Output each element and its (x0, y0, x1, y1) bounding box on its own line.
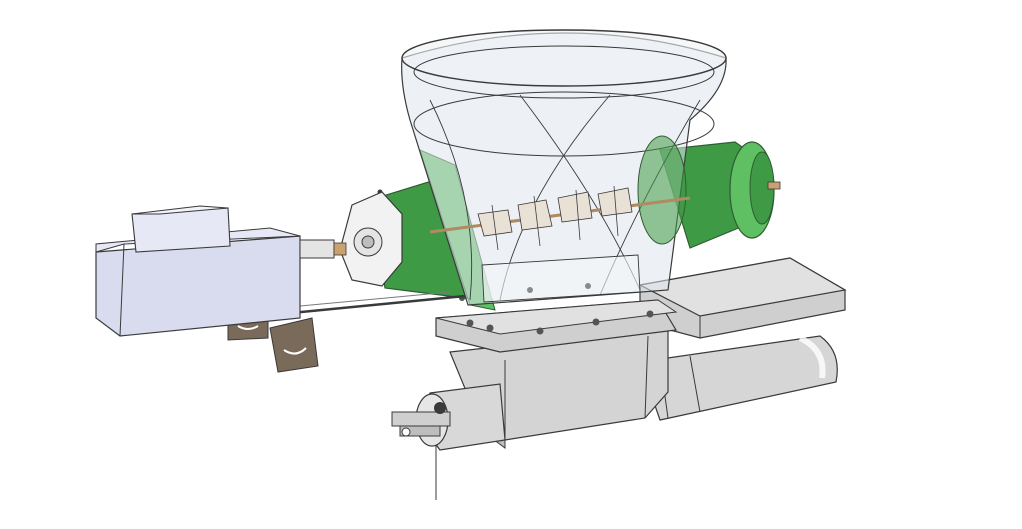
conveyor-tube (639, 335, 838, 421)
hex-bearing-cap (339, 191, 403, 287)
drive-motor (95, 205, 347, 337)
hopper-flange (435, 295, 678, 353)
right-bearing-drum (659, 141, 781, 249)
agitator-blades (477, 185, 633, 251)
agitator-assembly (429, 185, 691, 251)
end-cap-valve (391, 393, 451, 500)
motor-coupling (299, 239, 335, 259)
transparent-hopper (401, 29, 727, 306)
outlet-chute (638, 257, 847, 339)
agitator-shaft (429, 196, 691, 234)
